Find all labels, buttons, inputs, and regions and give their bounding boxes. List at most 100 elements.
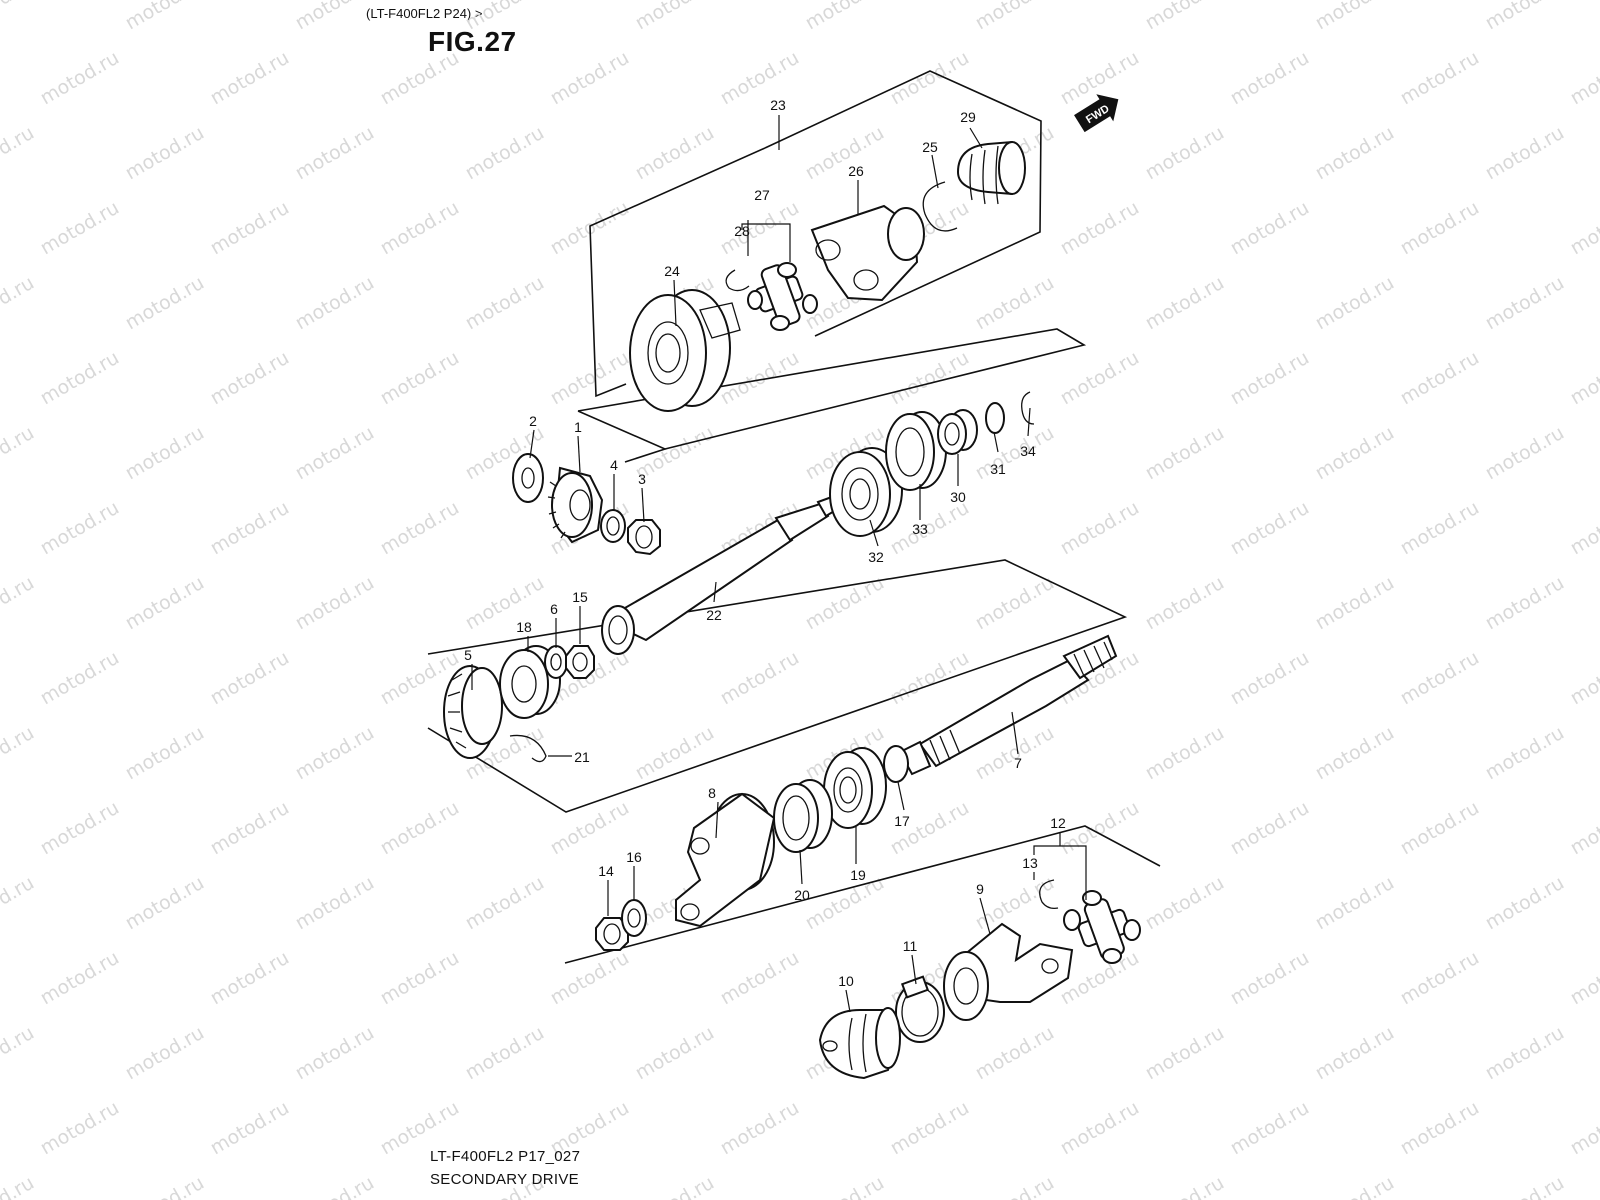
watermark-text: motod.ru (972, 572, 1058, 635)
watermark-text: motod.ru (0, 872, 38, 935)
part-21-clip (509, 734, 547, 763)
part-7-output-shaft (898, 634, 1118, 776)
watermark-text: motod.ru (37, 197, 123, 260)
callout-number: 8 (708, 785, 716, 801)
watermark-text: motod.ru (122, 572, 208, 635)
watermark-text: motod.ru (37, 1097, 123, 1160)
watermark-text: motod.ru (377, 947, 463, 1010)
callout-number: 31 (990, 461, 1006, 477)
watermark-text: motod.ru (122, 272, 208, 335)
callout-number: 32 (868, 549, 884, 565)
watermark-text: motod.ru (0, 122, 38, 185)
watermark-text: motod.ru (1567, 47, 1600, 110)
watermark-text: motod.ru (37, 947, 123, 1010)
watermark-text: motod.ru (887, 647, 973, 710)
callout-number: 19 (850, 867, 866, 883)
watermark-text: motod.ru (1482, 272, 1568, 335)
watermark-text: motod.ru (1397, 47, 1483, 110)
drawing-code: LT-F400FL2 P17_027 (430, 1148, 581, 1165)
watermark-text: motod.ru (1142, 572, 1228, 635)
part-19-bearing (823, 747, 887, 829)
watermark-text: motod.ru (1142, 0, 1228, 34)
watermark-text: motod.ru (207, 1097, 293, 1160)
watermark-text: motod.ru (122, 872, 208, 935)
watermark-text: motod.ru (632, 722, 718, 785)
watermark-text: motod.ru (1312, 0, 1398, 34)
watermark-text: motod.ru (122, 1172, 208, 1200)
watermark-text: motod.ru (972, 422, 1058, 485)
watermark-text: motod.ru (122, 722, 208, 785)
watermark-text: motod.ru (1397, 947, 1483, 1010)
watermark-text: motod.ru (462, 272, 548, 335)
callout-number: 20 (794, 887, 810, 903)
part-26-yoke (810, 204, 925, 302)
watermark-text: motod.ru (1397, 797, 1483, 860)
watermark-text: motod.ru (292, 572, 378, 635)
watermark-text: motod.ru (207, 497, 293, 560)
watermark-text: motod.ru (0, 722, 38, 785)
watermark-text: motod.ru (462, 872, 548, 935)
watermark-text: motod.ru (1057, 1097, 1143, 1160)
watermark-text: motod.ru (632, 0, 718, 34)
watermark-text: motod.ru (1142, 272, 1228, 335)
watermark-text: motod.ru (462, 122, 548, 185)
part-9-yoke (943, 922, 1074, 1021)
watermark-text: motod.ru (802, 1172, 888, 1200)
watermark-text: motod.ru (802, 122, 888, 185)
part-17-o-ring (883, 745, 909, 783)
watermark-text: motod.ru (1482, 122, 1568, 185)
watermark-text: motod.ru (0, 1172, 38, 1200)
callout-number: 11 (903, 938, 918, 954)
watermark-text: motod.ru (1227, 797, 1313, 860)
watermark-text: motod.ru (292, 872, 378, 935)
watermark-text: motod.ru (1142, 1022, 1228, 1085)
drawing-title: SECONDARY DRIVE (430, 1171, 579, 1188)
watermark-text: motod.ru (0, 1022, 38, 1085)
watermark-text: motod.ru (802, 0, 888, 34)
watermark-text: motod.ru (1227, 347, 1313, 410)
part-5-ring-gear (443, 665, 503, 759)
watermark-text: motod.ru (1567, 647, 1600, 710)
watermark-text: motod.ru (0, 272, 38, 335)
part-8-yoke (675, 792, 776, 928)
part-4-washer (600, 509, 626, 543)
callout-number: 13 (1022, 855, 1038, 871)
watermark-text: motod.ru (1567, 797, 1600, 860)
watermark-text: motod.ru (0, 422, 38, 485)
watermark-text: motod.ru (972, 872, 1058, 935)
watermark-text: motod.ru (1312, 1022, 1398, 1085)
callout-number: 10 (838, 973, 854, 989)
part-33-seal (885, 411, 947, 491)
watermark-text: motod.ru (1482, 572, 1568, 635)
group-box-middle (577, 328, 1087, 463)
watermark-text: motod.ru (1482, 722, 1568, 785)
part-13-clip (1039, 879, 1059, 910)
watermark-text: motod.ru (292, 1172, 378, 1200)
watermark-text: motod.ru (1397, 347, 1483, 410)
callout-number: 27 (754, 187, 770, 203)
callout-number: 21 (574, 749, 590, 765)
watermark-text: motod.ru (1142, 1172, 1228, 1200)
callout-number: 28 (734, 223, 750, 239)
watermark-text: motod.ru (1227, 647, 1313, 710)
watermark-text: motod.ru (547, 797, 633, 860)
callout-leaders (471, 127, 1087, 1013)
watermark-text: motod.ru (972, 272, 1058, 335)
watermark-text: motod.ru (122, 1022, 208, 1085)
watermark-text: motod.ru (1057, 347, 1143, 410)
watermark-text: motod.ru (292, 122, 378, 185)
watermark-text: motod.ru (37, 47, 123, 110)
callout-number: 30 (950, 489, 966, 505)
watermark-text: motod.ru (972, 1022, 1058, 1085)
watermark-text: motod.ru (292, 722, 378, 785)
callout-number: 1 (574, 419, 582, 435)
callout-number: 7 (1014, 755, 1022, 771)
watermark-text: motod.ru (207, 347, 293, 410)
watermark-text: motod.ru (1397, 1097, 1483, 1160)
callout-number: 25 (922, 139, 938, 155)
part-27-cross-joint (747, 262, 818, 331)
callout-number: 4 (610, 457, 618, 473)
part-30-bushing (937, 409, 978, 455)
callout-number: 2 (529, 413, 537, 429)
watermark-text: motod.ru (717, 947, 803, 1010)
